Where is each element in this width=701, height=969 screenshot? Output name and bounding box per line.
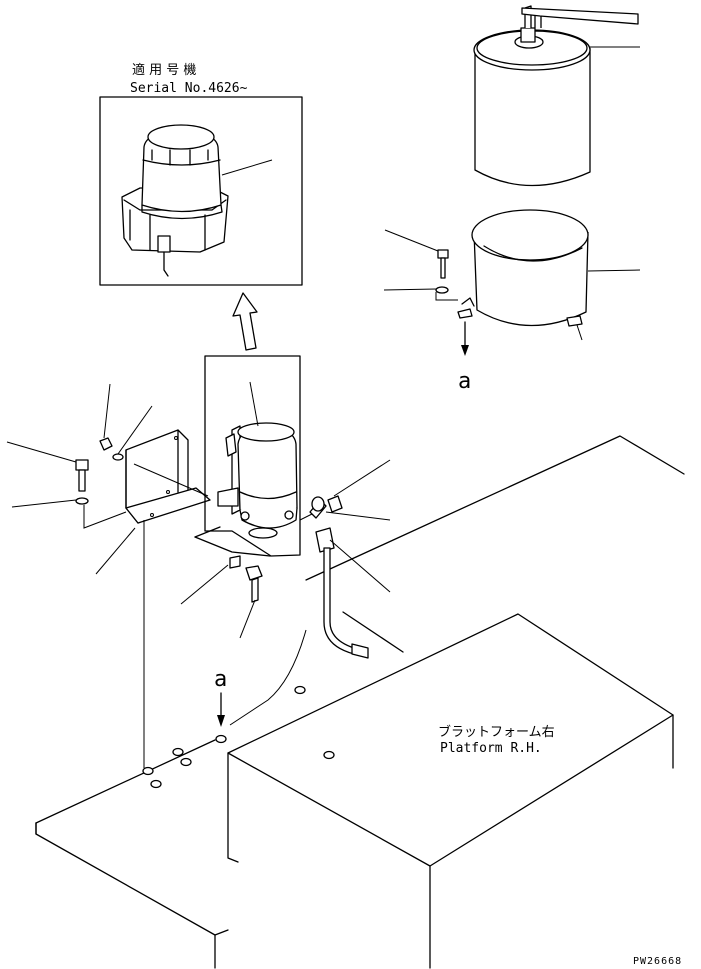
top-nut-leader-line [103,383,111,439]
washer-leader-line [383,288,437,291]
detail-arrow [232,292,258,351]
fitting-top-leader-line [333,459,391,497]
left-washer-leader-line [11,499,77,508]
fitting-bottom-leader-line [329,539,391,593]
lubricator-frame [194,355,301,557]
view-ref-lower: a [214,667,227,692]
inset-leader-line [221,159,273,176]
mounting-bracket-drawing [95,429,211,768]
grease-pipe-drawing [299,459,391,659]
cover-leader-line [587,269,641,272]
platform-label-en: Platform R.H. [440,741,542,756]
lower-bolt-leader-line [239,599,256,639]
left-bolt-leader-line [6,441,77,463]
inset-applicable-label: 適 用 号 機 [132,62,196,78]
inset-lubricator-drawing [121,124,273,277]
inset-frame [99,96,303,286]
grease-pump-can-drawing [473,5,640,187]
inset-serial-label: Serial No.4626~ [130,81,248,96]
lower-bolt-washer-drawing [180,555,263,639]
view-ref-upper: a [458,369,471,394]
serial-inset: 適 用 号 機 Serial No.4626~ [99,62,303,286]
bolt-leader-line [384,229,439,252]
can-cover-drawing: a [383,209,641,394]
greaser-leader-line [249,381,259,427]
drawing-number: PW26668 [633,956,682,967]
left-bolt-washer-drawing [6,383,153,529]
bracket-leader-line [95,527,136,575]
platform-rh-drawing: ブラットフォーム右 Platform R.H. [227,435,685,969]
auto-greaser-drawing [217,381,298,539]
platform-label-jp: ブラットフォーム右 [438,724,555,740]
platform-lh-drawing: a [35,629,307,969]
lower-washer-leader-line [180,564,229,605]
fitting-mid-leader-line [325,511,391,521]
top-washer-leader-line [117,405,153,455]
